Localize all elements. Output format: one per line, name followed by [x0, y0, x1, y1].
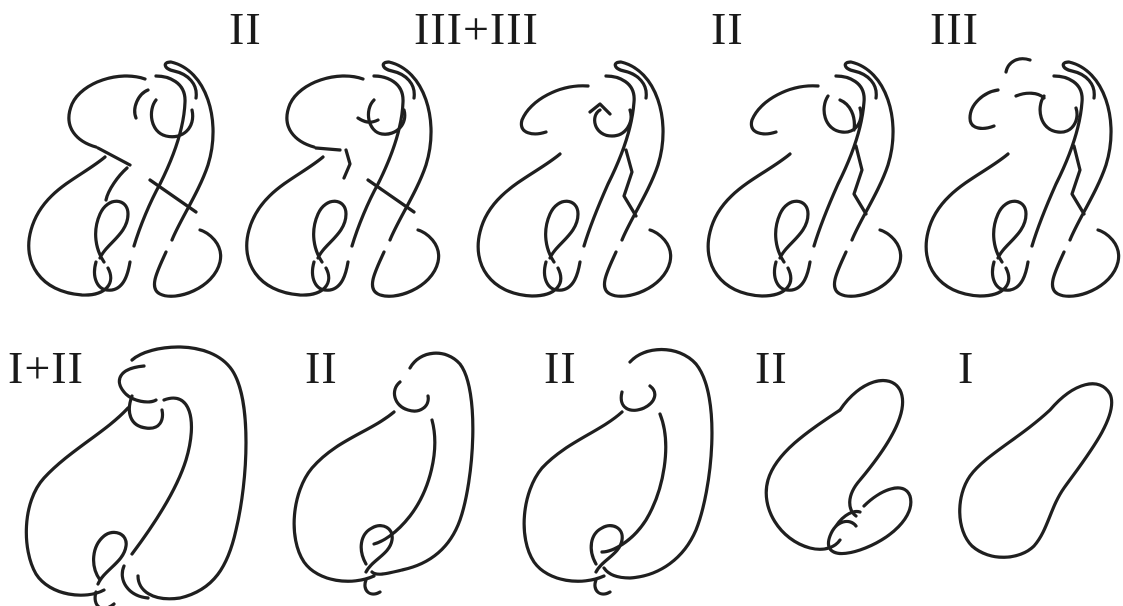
knot-diagram-9	[766, 380, 911, 553]
knot-diagram-7	[294, 353, 473, 594]
knot-diagram-5	[926, 59, 1118, 296]
knot-diagram-4	[708, 62, 900, 296]
knot-diagram-2	[247, 62, 439, 296]
knot-diagram-6	[26, 347, 246, 606]
knot-diagram-1	[29, 62, 221, 296]
knot-diagram-3	[478, 62, 670, 296]
knot-diagram-8	[524, 350, 712, 595]
knot-diagram-10	[960, 384, 1112, 557]
